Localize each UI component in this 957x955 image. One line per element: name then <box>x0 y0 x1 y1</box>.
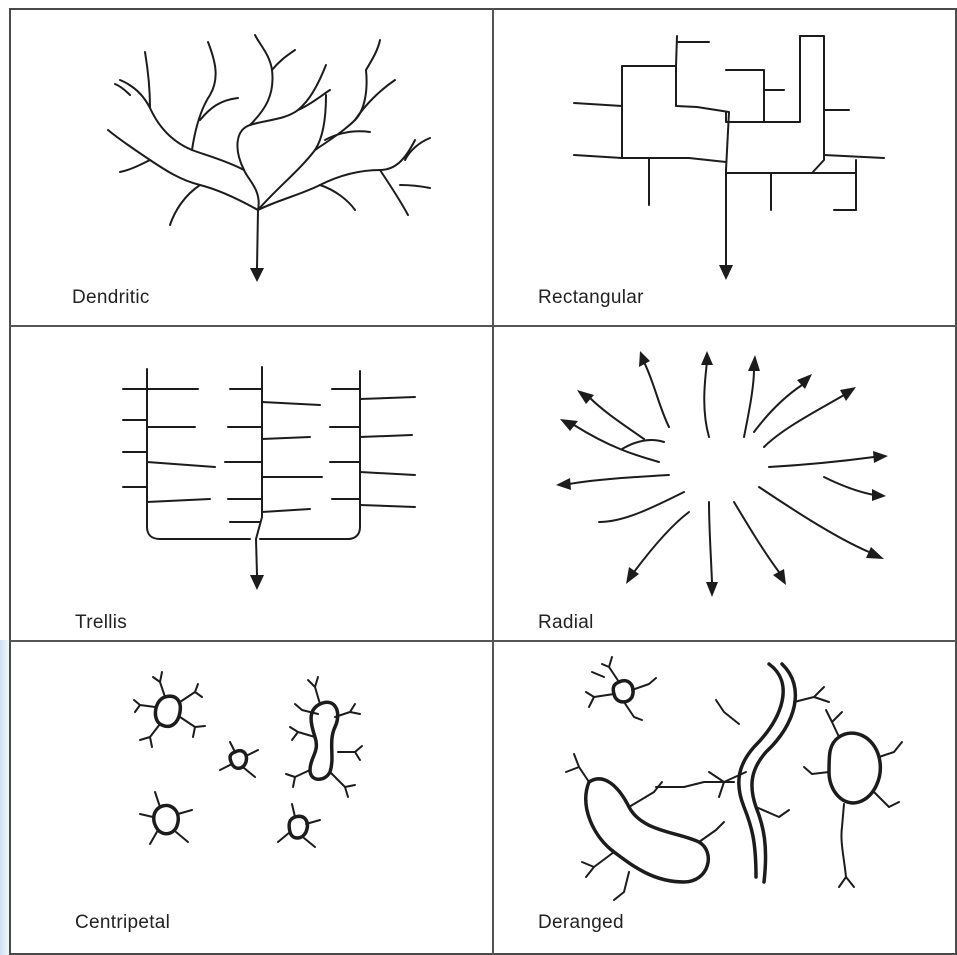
panel-centripetal: Centripetal <box>10 642 492 955</box>
figure-frame <box>9 8 957 955</box>
deranged-drainage-diagram <box>565 656 903 901</box>
label-deranged: Deranged <box>538 912 624 933</box>
panel-trellis: Trellis <box>10 327 492 640</box>
label-dendritic: Dendritic <box>72 287 150 308</box>
trellis-drainage-diagram <box>122 366 416 590</box>
radial-drainage-diagram <box>556 351 888 597</box>
panel-rectangular: Rectangular <box>494 10 957 325</box>
label-radial: Radial <box>538 612 594 633</box>
panel-radial: Radial <box>494 327 957 640</box>
label-trellis: Trellis <box>75 612 128 633</box>
dendritic-drainage-diagram <box>107 34 431 282</box>
panel-dendritic: Dendritic <box>10 10 492 325</box>
rectangular-drainage-diagram <box>573 35 885 280</box>
panel-deranged: Deranged <box>494 642 957 955</box>
label-centripetal: Centripetal <box>75 912 171 933</box>
row-divider-2 <box>9 640 957 642</box>
column-divider <box>492 8 494 955</box>
row-divider-1 <box>9 325 957 327</box>
label-rectangular: Rectangular <box>538 287 644 308</box>
centripetal-drainage-diagram <box>133 671 363 848</box>
